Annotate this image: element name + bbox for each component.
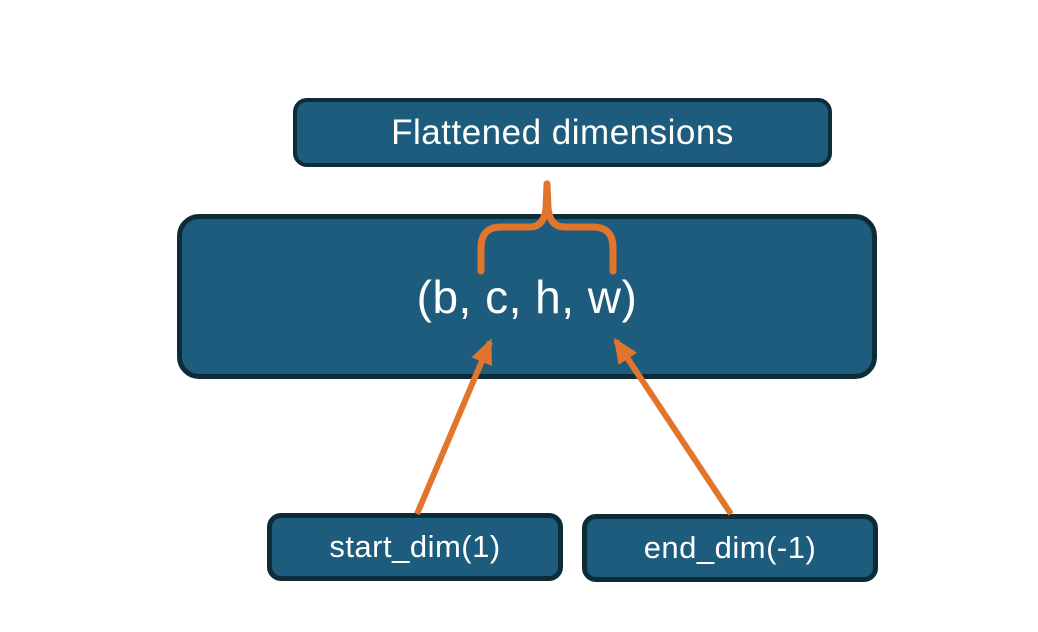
start-dim-box: start_dim(1) (267, 513, 563, 581)
flattened-dimensions-box: Flattened dimensions (293, 98, 832, 167)
start-dim-label: start_dim(1) (329, 529, 501, 564)
tensor-shape-label: (b, c, h, w) (416, 270, 638, 323)
end-dim-box: end_dim(-1) (582, 514, 878, 582)
tensor-shape-box: (b, c, h, w) (177, 214, 877, 379)
end-dim-label: end_dim(-1) (643, 530, 817, 565)
flattened-dimensions-label: Flattened dimensions (391, 112, 734, 152)
